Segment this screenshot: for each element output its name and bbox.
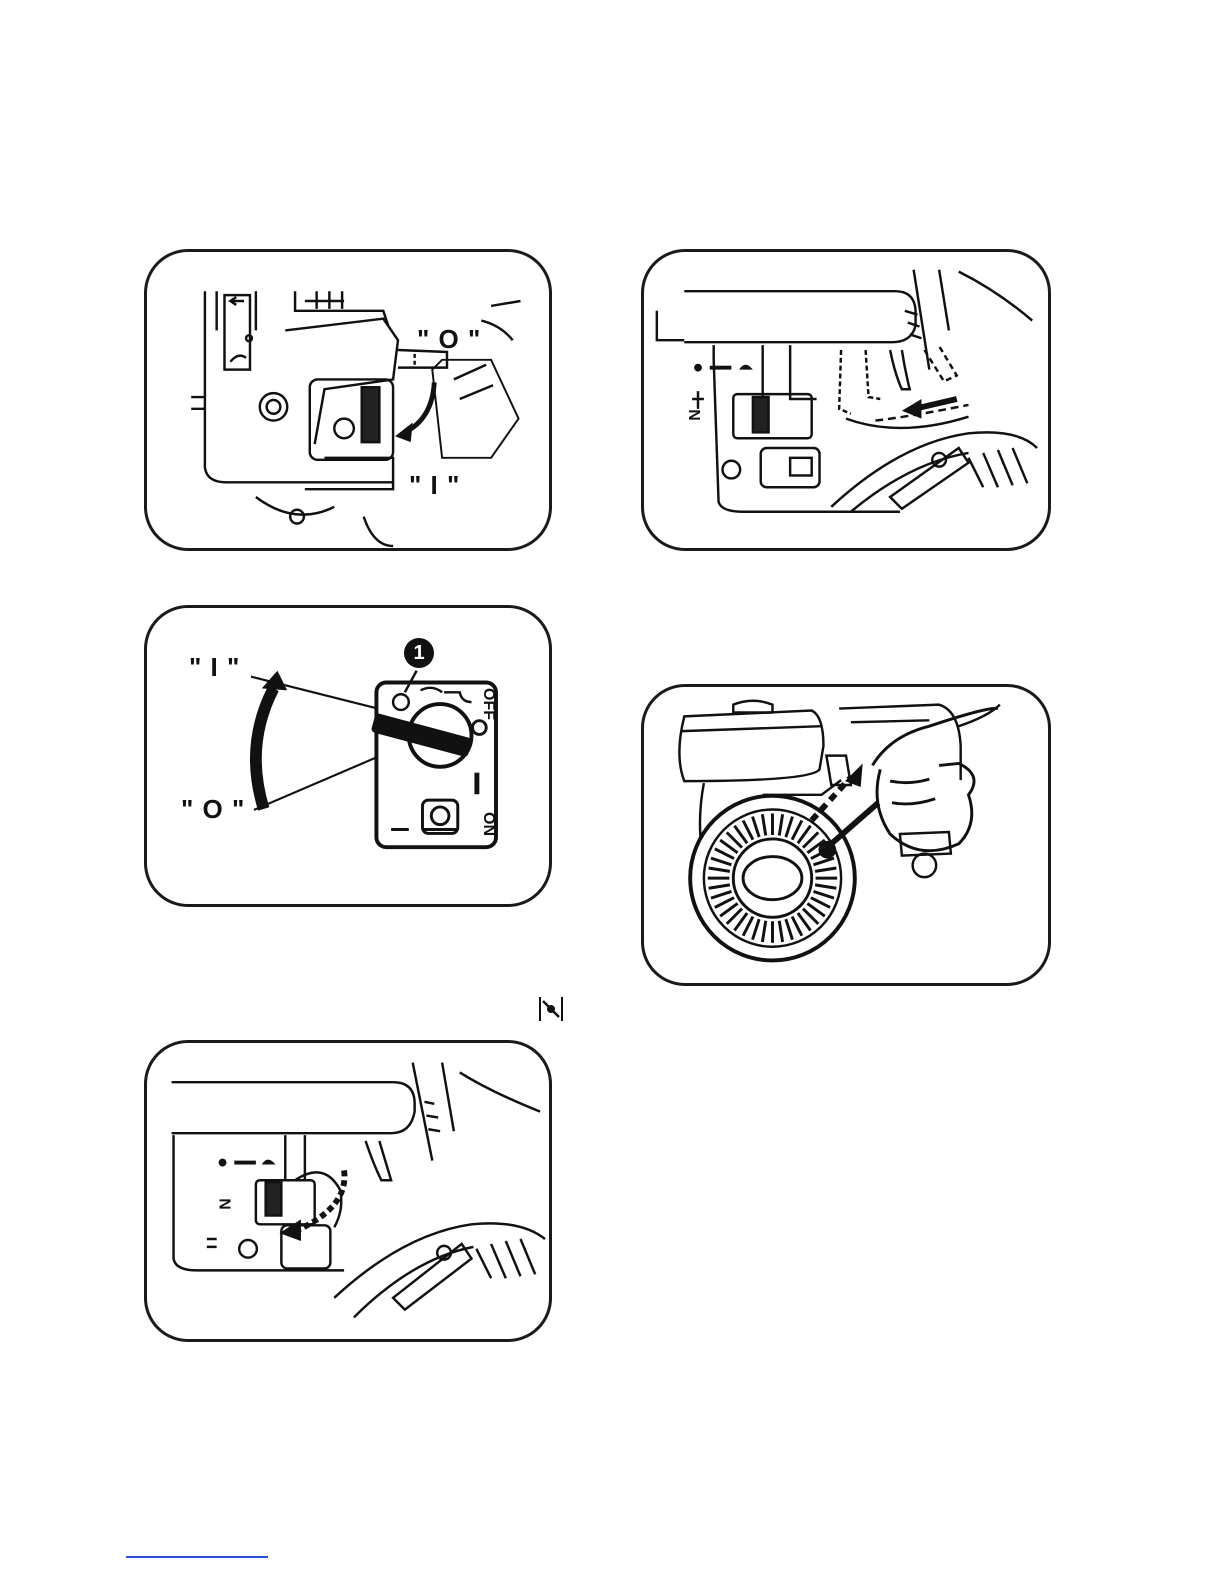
switch-on-label: " I " [189, 652, 240, 683]
choke-return-illustration: N [147, 1043, 549, 1339]
svg-text:N: N [687, 409, 704, 420]
svg-text:N: N [217, 1198, 234, 1209]
callout-number-badge: 1 [404, 638, 434, 668]
switch-off-label: " O " [181, 794, 245, 825]
choke-lever-illustration: N [644, 252, 1048, 548]
valve-off-label: " O " [417, 324, 481, 355]
figure-choke-return: N [144, 1040, 552, 1342]
figure-choke-lever: N [641, 249, 1051, 551]
footer-link-underline[interactable] [126, 1556, 268, 1558]
valve-on-label: " I " [409, 470, 460, 501]
figure-engine-switch: " I " " O " 1 OFF ON [144, 605, 552, 907]
plate-off-label: OFF [479, 688, 497, 720]
figure-fuel-valve: " O " " I " [144, 249, 552, 551]
recoil-starter-illustration [644, 687, 1048, 983]
figure-recoil-starter [641, 684, 1051, 986]
fuel-valve-illustration [147, 252, 549, 548]
plate-on-label: ON [479, 812, 497, 836]
choke-symbol-icon [538, 996, 564, 1022]
